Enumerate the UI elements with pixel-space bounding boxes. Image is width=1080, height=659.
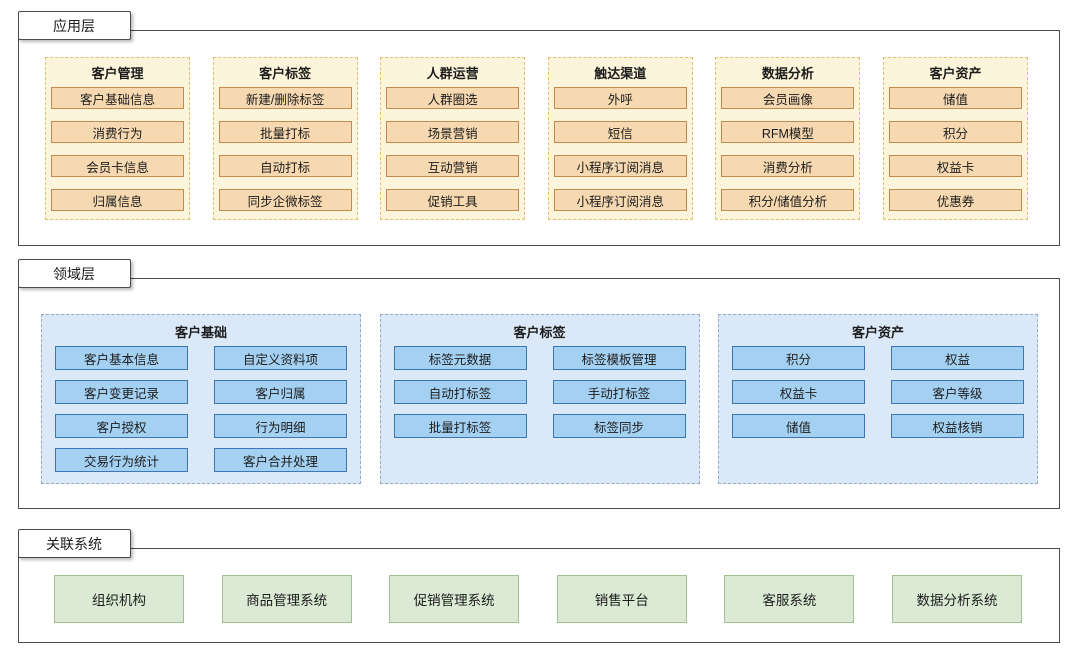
module-box: 批量打标签 [393, 414, 527, 438]
domain-layer-label-text: 领域层 [53, 265, 95, 282]
module-box: 同步企微标签 [218, 189, 352, 211]
module-box: 交易行为统计 [55, 448, 188, 472]
related-systems-layer: 关联系统 组织机构 商品管理系统 促销管理系统 销售平台 客服系统 数据分析系统 [17, 529, 1060, 643]
module-box: 自动打标签 [393, 380, 527, 404]
module-box: 标签同步 [552, 414, 686, 438]
application-layer-label-text: 应用层 [53, 17, 95, 34]
app-group-customer-tags: 客户标签 新建/删除标签 批量打标 自动打标 同步企微标签 [212, 57, 358, 220]
module-box: 客户变更记录 [55, 380, 188, 404]
system-box: 组织机构 [54, 575, 184, 623]
module-box: 积分 [732, 346, 865, 370]
module-box: 促销工具 [386, 189, 520, 211]
module-box: 小程序订阅消息 [553, 189, 687, 211]
group-title: 客户标签 [259, 66, 312, 81]
app-group-data-analysis: 数据分析 会员画像 RFM模型 消费分析 积分/储值分析 [715, 57, 861, 220]
module-box: 批量打标 [218, 121, 352, 143]
module-box: 互动营销 [386, 155, 520, 177]
group-title: 客户基础 [174, 325, 227, 340]
related-systems-layer-label-text: 关联系统 [46, 535, 102, 552]
module-box: 储值 [732, 414, 865, 438]
module-box: 自动打标 [218, 155, 352, 177]
module-box: 客户基本信息 [55, 346, 188, 370]
domain-group-customer-foundation: 客户基础 客户基本信息 自定义资料项 客户变更记录 客户归属 客户授权 行为明细… [41, 314, 361, 484]
domain-layer-body: 客户基础 客户基本信息 自定义资料项 客户变更记录 客户归属 客户授权 行为明细… [41, 314, 1038, 484]
module-box: 客户等级 [891, 380, 1024, 404]
module-box: 消费行为 [51, 121, 184, 143]
module-box: 标签元数据 [393, 346, 527, 370]
module-box: 消费分析 [721, 155, 855, 177]
app-group-reach-channels: 触达渠道 外呼 短信 小程序订阅消息 小程序订阅消息 [547, 57, 693, 220]
domain-group-customer-tags: 客户标签 标签元数据 标签模板管理 自动打标签 手动打标签 批量打标签 标签同步 [379, 314, 700, 484]
module-box: 手动打标签 [552, 380, 686, 404]
application-layer-label: 应用层 [17, 11, 131, 40]
module-box: 归属信息 [51, 189, 184, 211]
domain-layer: 领域层 客户基础 客户基本信息 自定义资料项 客户变更记录 客户归属 客户授权 … [17, 259, 1060, 509]
module-box: 权益 [891, 346, 1024, 370]
module-box: 优惠券 [888, 189, 1022, 211]
domain-grid: 积分 权益 权益卡 客户等级 储值 权益核销 [732, 346, 1024, 438]
app-group-crowd-operations: 人群运营 人群圈选 场景营销 互动营销 促销工具 [380, 57, 526, 220]
related-systems-body: 组织机构 商品管理系统 促销管理系统 销售平台 客服系统 数据分析系统 [54, 575, 1022, 623]
group-title: 数据分析 [761, 66, 814, 81]
application-layer: 应用层 客户管理 客户基础信息 消费行为 会员卡信息 归属信息 客户标签 新建/… [17, 11, 1060, 246]
module-box: 权益核销 [891, 414, 1024, 438]
group-title: 客户资产 [929, 66, 982, 81]
group-title: 人群运营 [426, 66, 479, 81]
module-box: 新建/删除标签 [218, 87, 352, 109]
group-title: 触达渠道 [594, 66, 647, 81]
module-box: 会员画像 [721, 87, 855, 109]
module-box: 小程序订阅消息 [553, 155, 687, 177]
module-box: 权益卡 [888, 155, 1022, 177]
system-box: 销售平台 [556, 575, 687, 623]
module-box: 外呼 [553, 87, 687, 109]
system-box: 促销管理系统 [389, 575, 520, 623]
module-box: 客户合并处理 [214, 448, 347, 472]
app-group-customer-assets: 客户资产 储值 积分 权益卡 优惠券 [882, 57, 1028, 220]
module-box: RFM模型 [721, 121, 855, 143]
module-box: 客户基础信息 [51, 87, 184, 109]
module-box: 权益卡 [732, 380, 865, 404]
module-box: 储值 [888, 87, 1022, 109]
application-layer-body: 客户管理 客户基础信息 消费行为 会员卡信息 归属信息 客户标签 新建/删除标签… [45, 57, 1028, 220]
module-box: 场景营销 [386, 121, 520, 143]
module-box: 标签模板管理 [552, 346, 686, 370]
app-group-customer-management: 客户管理 客户基础信息 消费行为 会员卡信息 归属信息 [45, 57, 190, 220]
domain-grid: 标签元数据 标签模板管理 自动打标签 手动打标签 批量打标签 标签同步 [393, 346, 686, 438]
module-box: 行为明细 [214, 414, 347, 438]
group-title: 客户资产 [851, 325, 904, 340]
domain-grid: 客户基本信息 自定义资料项 客户变更记录 客户归属 客户授权 行为明细 交易行为… [55, 346, 347, 472]
domain-group-customer-assets: 客户资产 积分 权益 权益卡 客户等级 储值 权益核销 [718, 314, 1038, 484]
module-box: 客户归属 [214, 380, 347, 404]
module-box: 人群圈选 [386, 87, 520, 109]
system-box: 数据分析系统 [891, 575, 1022, 623]
domain-layer-label: 领域层 [17, 259, 131, 288]
module-box: 会员卡信息 [51, 155, 184, 177]
related-systems-layer-label: 关联系统 [17, 529, 131, 558]
module-box: 客户授权 [55, 414, 188, 438]
module-box: 积分 [888, 121, 1022, 143]
system-box: 客服系统 [724, 575, 855, 623]
module-box: 积分/储值分析 [721, 189, 855, 211]
group-title: 客户标签 [513, 325, 566, 340]
module-box: 短信 [553, 121, 687, 143]
module-box: 自定义资料项 [214, 346, 347, 370]
system-box: 商品管理系统 [221, 575, 352, 623]
group-title: 客户管理 [91, 66, 144, 81]
